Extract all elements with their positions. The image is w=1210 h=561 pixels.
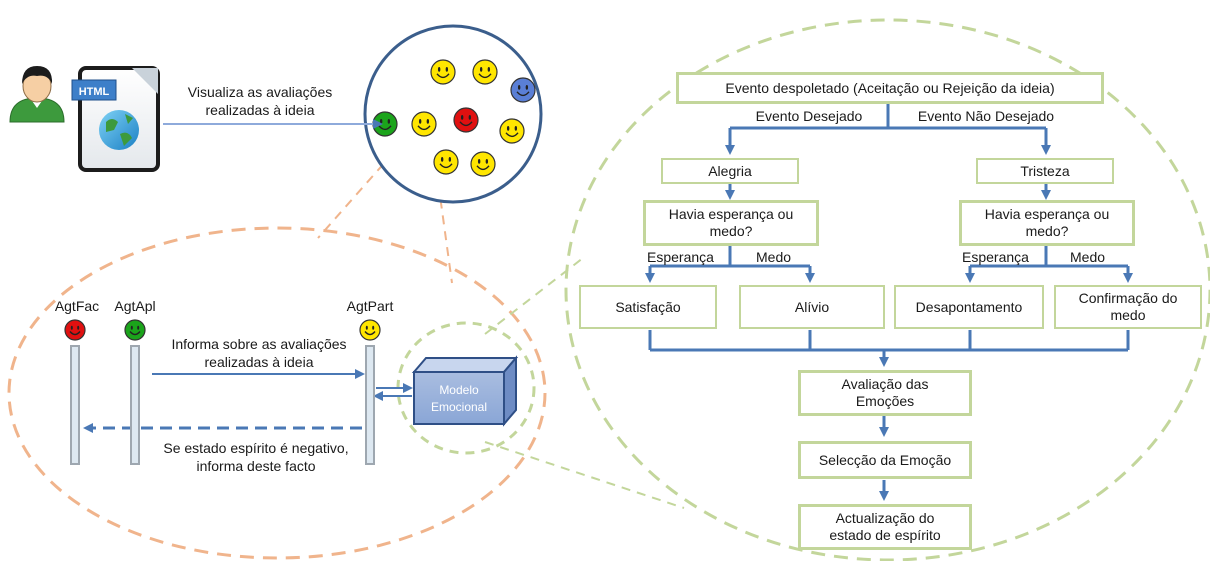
model-label-line1: Modelo: [439, 383, 479, 397]
agtapl-smiley-icon: [124, 319, 146, 341]
relief-box: Alívio: [739, 285, 885, 329]
user-icon: [9, 66, 65, 123]
html-badge-text: HTML: [79, 86, 110, 98]
left-zoom-ellipse: [7, 226, 547, 560]
actor-agtpart-label: AgtPart: [346, 298, 394, 314]
emotion-selection-box: Selecção da Emoção: [798, 441, 972, 479]
hope-label-right: Esperança: [962, 249, 1029, 265]
hope-label-left: Esperança: [647, 249, 714, 265]
sadness-box: Tristeza: [976, 158, 1114, 184]
inform-label-2: realizadas à ideia: [204, 354, 314, 370]
joy-box: Alegria: [661, 158, 799, 184]
event-triggered-box: Evento despoletado (Aceitação ou Rejeiçã…: [676, 72, 1104, 104]
smiley-icon-2: [510, 77, 536, 103]
agtfac-lifeline: [70, 345, 80, 465]
disappointment-box: Desapontamento: [894, 285, 1044, 329]
not-desired-event-label: Evento Não Desejado: [917, 108, 1055, 124]
smiley-icon-4: [411, 111, 437, 137]
agtfac-smiley-icon: [64, 319, 86, 341]
smiley-icon-8: [470, 151, 496, 177]
view-evaluations-label-2: realizadas à ideia: [205, 102, 315, 118]
agtpart-smiley-icon: [359, 319, 381, 341]
smiley-icon-6: [499, 118, 525, 144]
smiley-group: [372, 59, 536, 177]
agtapl-lifeline: [130, 345, 140, 465]
emotional-model-cube: [411, 355, 519, 427]
view-evaluations-label-1: Visualiza as avaliações: [187, 84, 333, 100]
inform-label-1: Informa sobre as avaliações: [171, 336, 347, 352]
actor-agtapl-label: AgtApl: [114, 298, 156, 314]
smiley-icon-5: [453, 107, 479, 133]
agtpart-lifeline: [365, 345, 375, 465]
actor-agtfac-label: AgtFac: [54, 298, 100, 314]
model-label-line2: Emocional: [431, 400, 487, 414]
flow-connectors: [645, 104, 1133, 501]
smiley-icon-0: [430, 59, 456, 85]
negative-state-label-2: informa deste facto: [196, 458, 316, 474]
fear-label-right: Medo: [1070, 249, 1106, 265]
fear-label-left: Medo: [756, 249, 792, 265]
negative-state-label-1: Se estado espírito é negativo,: [163, 440, 349, 456]
smiley-icon-7: [433, 149, 459, 175]
desired-event-label: Evento Desejado: [755, 108, 863, 124]
right-zoom-ellipse: [564, 18, 1210, 561]
smiley-icon-1: [472, 59, 498, 85]
html-document-icon: [71, 66, 160, 172]
satisfaction-box: Satisfação: [579, 285, 717, 329]
